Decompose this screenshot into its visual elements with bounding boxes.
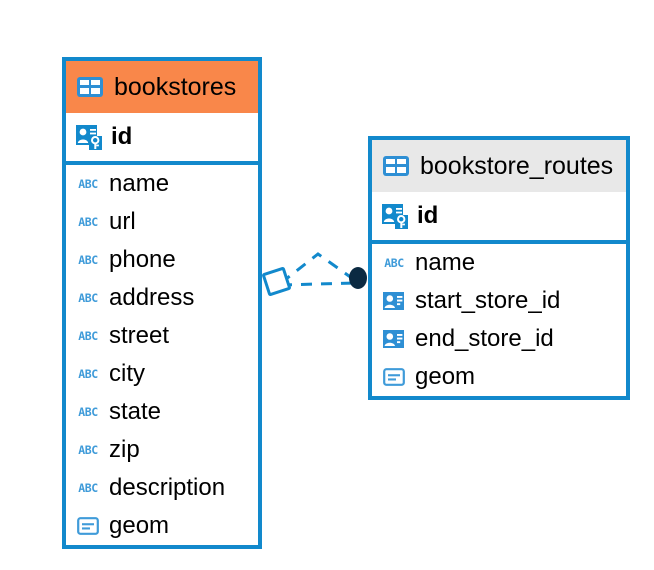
svg-text:ABC: ABC	[78, 329, 98, 343]
field-row-start-store-id[interactable]: start_store_id	[372, 282, 626, 320]
abc-icon: ABC	[78, 443, 98, 457]
key-field-icon	[382, 204, 408, 229]
entity-title-bookstores: bookstores	[114, 72, 237, 101]
relationship-line-lower	[280, 281, 357, 287]
svg-text:ABC: ABC	[384, 256, 404, 270]
field-label-phone: phone	[109, 246, 176, 273]
entity-header-bookstores[interactable]: bookstores	[66, 61, 258, 113]
entity-header-bookstore-routes[interactable]: bookstore_routes	[372, 140, 626, 192]
svg-text:ABC: ABC	[78, 367, 98, 381]
entity-bookstores[interactable]: bookstores id ABC	[62, 57, 262, 549]
field-row-geom[interactable]: geom	[66, 507, 258, 545]
table-icon	[77, 77, 103, 97]
foreign-key-icon	[383, 292, 404, 310]
abc-icon: ABC	[78, 329, 98, 343]
field-label-name: name	[415, 249, 476, 276]
field-label-state: state	[109, 398, 162, 425]
svg-text:ABC: ABC	[78, 253, 98, 267]
svg-text:ABC: ABC	[78, 291, 98, 305]
field-label-geom: geom	[109, 512, 170, 539]
abc-icon: ABC	[78, 253, 98, 267]
abc-icon: ABC	[78, 481, 98, 495]
abc-icon: ABC	[78, 215, 98, 229]
field-row-city[interactable]: ABC city	[66, 355, 258, 393]
svg-text:ABC: ABC	[78, 443, 98, 457]
svg-text:ABC: ABC	[78, 215, 98, 229]
geometry-icon	[383, 368, 405, 386]
relationship-diamond-marker	[262, 267, 291, 296]
svg-text:ABC: ABC	[78, 481, 98, 495]
field-label-id: id	[111, 123, 133, 150]
field-row-zip[interactable]: ABC zip	[66, 431, 258, 469]
field-row-address[interactable]: ABC address	[66, 279, 258, 317]
field-row-primary-key[interactable]: id	[66, 113, 258, 161]
field-row-phone[interactable]: ABC phone	[66, 241, 258, 279]
field-row-name[interactable]: ABC name	[372, 244, 626, 282]
table-icon	[383, 156, 409, 176]
field-label-id: id	[417, 202, 439, 229]
field-row-state[interactable]: ABC state	[66, 393, 258, 431]
field-label-zip: zip	[109, 436, 140, 463]
field-label-geom: geom	[415, 363, 476, 390]
field-row-url[interactable]: ABC url	[66, 203, 258, 241]
field-label-end-store-id: end_store_id	[415, 325, 554, 352]
field-row-end-store-id[interactable]: end_store_id	[372, 320, 626, 358]
field-label-start-store-id: start_store_id	[415, 287, 561, 314]
abc-icon: ABC	[384, 256, 404, 270]
abc-icon: ABC	[78, 177, 98, 191]
svg-text:ABC: ABC	[78, 405, 98, 419]
relationship-line-upper	[280, 252, 357, 285]
field-label-url: url	[109, 208, 136, 235]
field-row-name[interactable]: ABC name	[66, 165, 258, 203]
abc-icon: ABC	[78, 367, 98, 381]
field-label-address: address	[109, 284, 195, 311]
entity-bookstore-routes[interactable]: bookstore_routes id A	[368, 136, 630, 400]
field-label-description: description	[109, 474, 226, 501]
key-field-icon	[76, 125, 102, 150]
field-label-street: street	[109, 322, 170, 349]
field-row-geom[interactable]: geom	[372, 358, 626, 396]
field-row-street[interactable]: ABC street	[66, 317, 258, 355]
foreign-key-icon	[383, 330, 404, 348]
field-row-primary-key[interactable]: id	[372, 192, 626, 240]
field-label-city: city	[109, 360, 145, 387]
abc-icon: ABC	[78, 405, 98, 419]
entity-title-bookstore-routes: bookstore_routes	[420, 151, 614, 180]
field-label-name: name	[109, 170, 170, 197]
abc-icon: ABC	[78, 291, 98, 305]
geometry-icon	[77, 517, 99, 535]
primary-key-divider	[66, 161, 258, 165]
svg-text:ABC: ABC	[78, 177, 98, 191]
relationship-dot-marker	[349, 267, 367, 289]
primary-key-divider	[372, 240, 626, 244]
field-row-description[interactable]: ABC description	[66, 469, 258, 507]
